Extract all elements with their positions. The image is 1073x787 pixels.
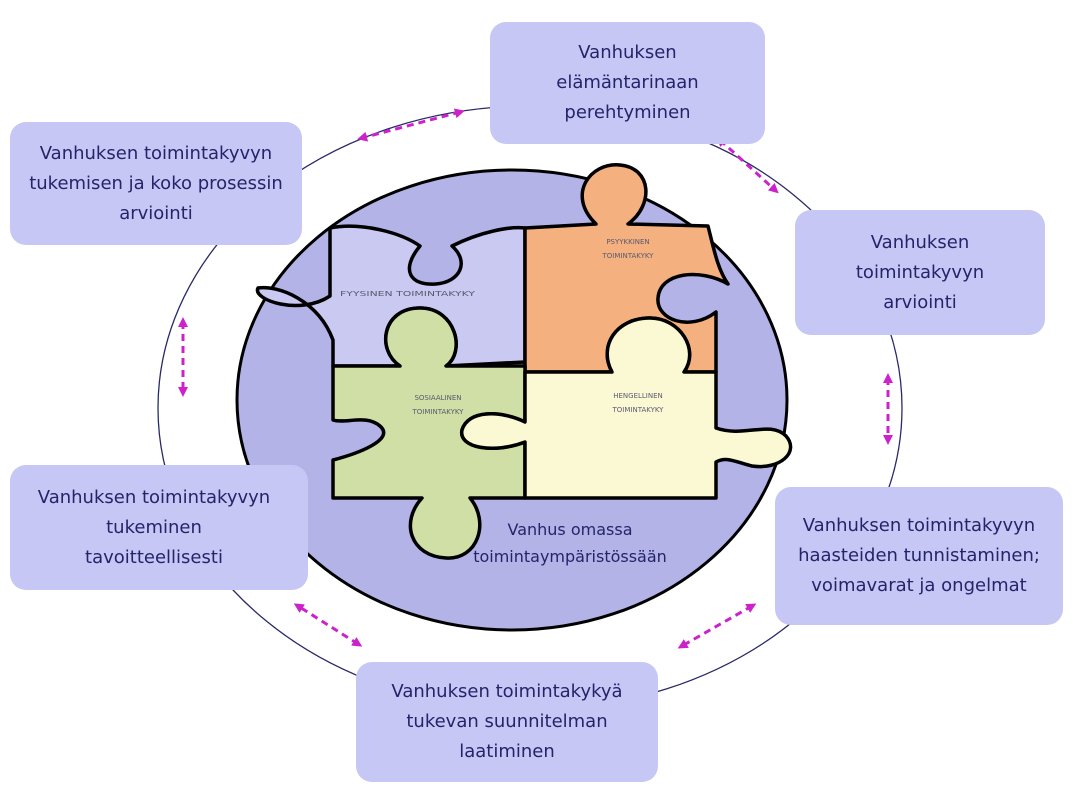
arrow-b1-b2 [357,108,465,142]
step-box-life-story: Vanhuksen elämäntarinaan perehtyminen [490,22,765,144]
arrow-b5-b6 [677,603,757,649]
label-sosiaalinen-line1: SOSIAALINEN [414,394,461,402]
arrow-b1-b3 [716,136,779,194]
step-box-plan: Vanhuksen toimintakykyä tukevan suunnite… [356,662,658,782]
center-text-line1: Vanhus omassa [507,520,632,539]
label-psyykkinen-line2: TOIMINTAKYKY [602,252,655,260]
arrow-b6-b4 [293,603,363,647]
label-sosiaalinen-line2: TOIMINTAKYKY [412,408,465,416]
label-hengellinen-line2: TOIMINTAKYKY [612,406,665,414]
step-box-challenges: Vanhuksen toimintakyvyn haasteiden tunni… [775,487,1063,625]
label-fyysinen: FYYSINEN TOIMINTAKYKY [340,290,476,298]
label-hengellinen-line1: HENGELLINEN [613,392,663,400]
step-box-support: Vanhuksen toimintakyvyn tukeminen tavoit… [10,465,308,590]
step-box-assessment: Vanhuksen toimintakyvyn arviointi [795,210,1045,335]
step-box-evaluation: Vanhuksen toimintakyvyn tukemisen ja kok… [10,122,302,245]
center-text-line2: toimintaympäristössään [473,547,667,566]
label-psyykkinen-line1: PSYYKKINEN [606,238,649,246]
puzzle-piece-hengellinen [460,316,793,500]
